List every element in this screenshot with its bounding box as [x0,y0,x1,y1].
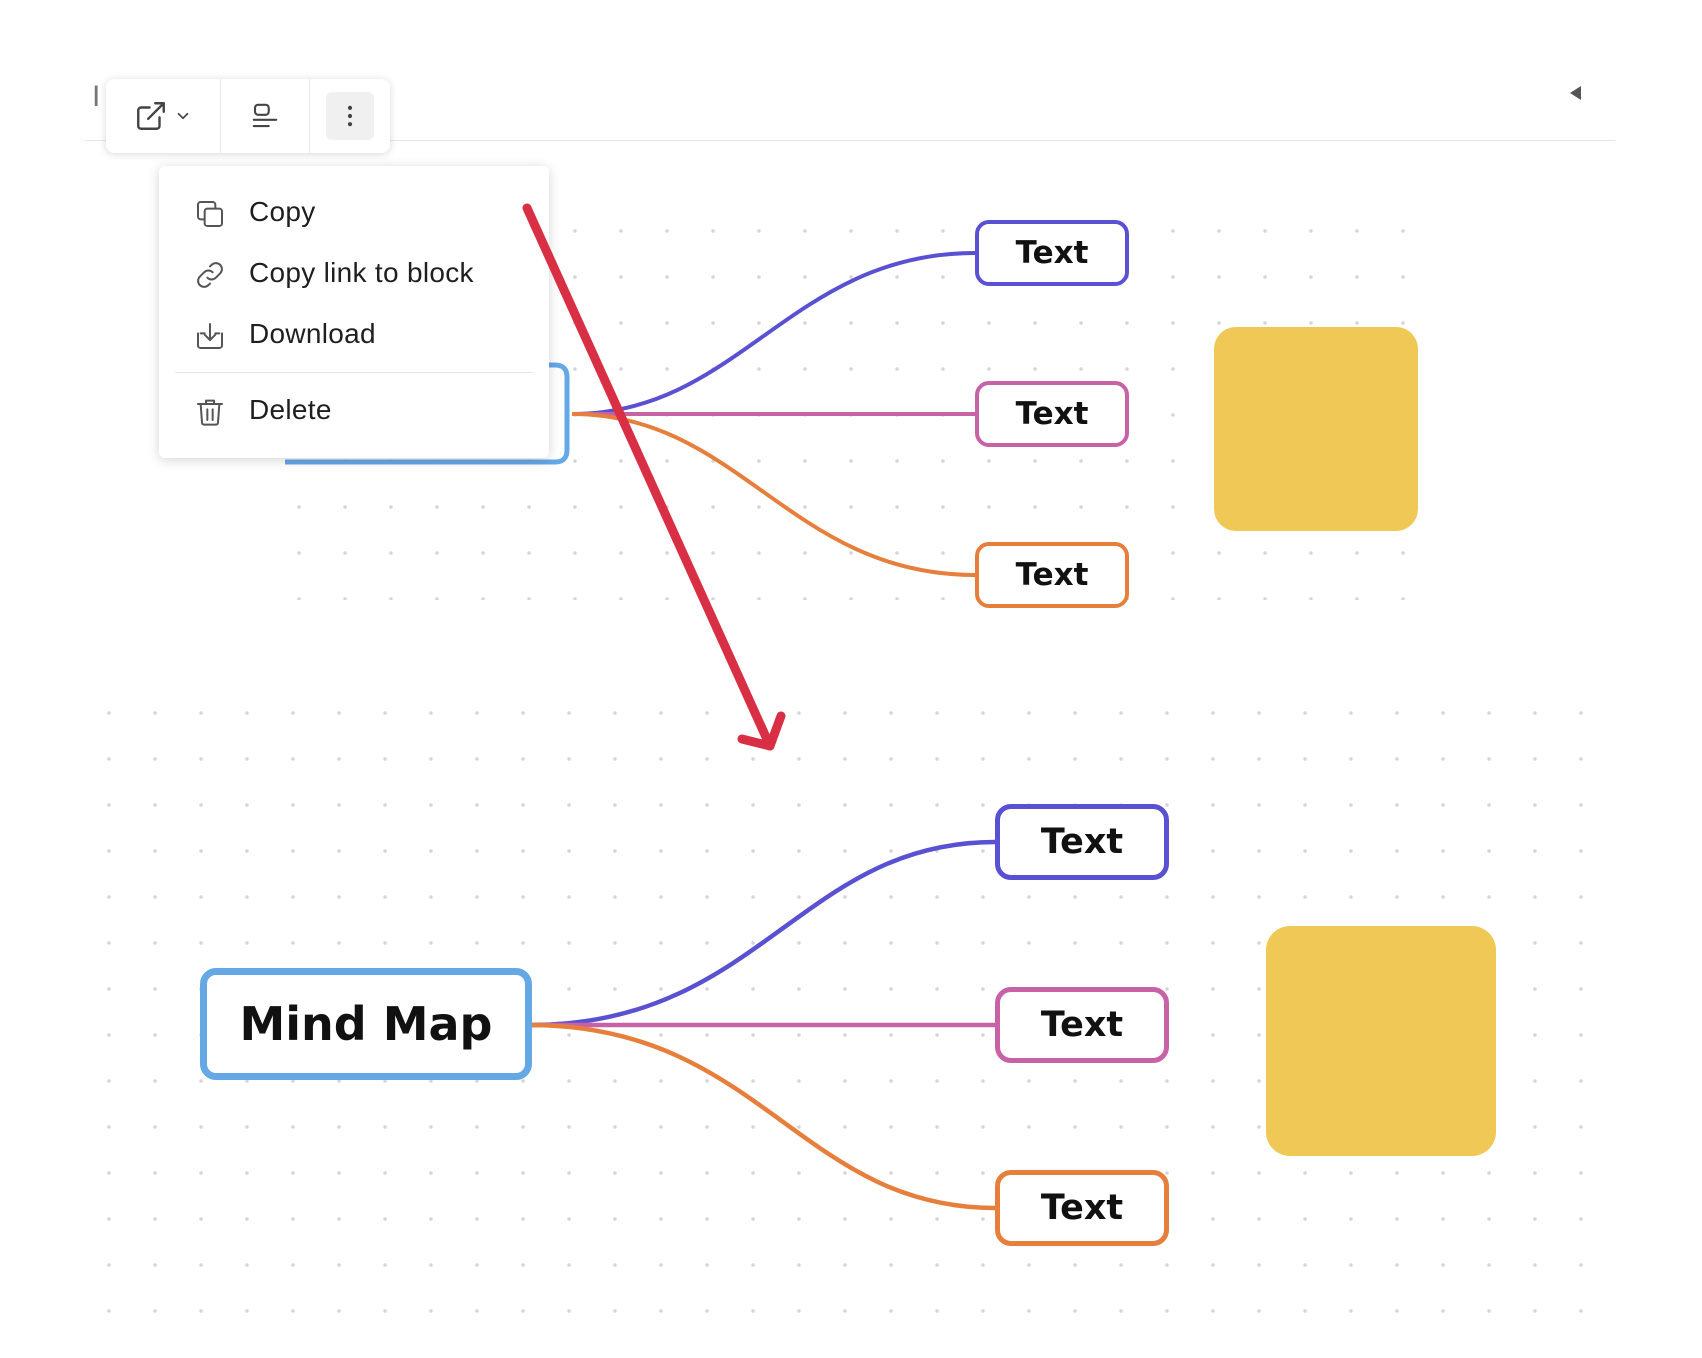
external-link-icon [137,102,165,130]
more-options-menu: Copy Copy link to block Download Delete [159,166,549,458]
top-child-node-2[interactable]: Text [975,381,1129,447]
top-child-node-3[interactable]: Text [975,542,1129,608]
toolbar-divider [309,79,310,153]
chevron-down-icon [177,112,189,120]
collapse-arrow-icon[interactable] [1570,86,1581,100]
menu-item-label: Copy link to block [249,257,474,288]
open-dropdown-button[interactable] [106,79,220,153]
node-label: Text [1040,1005,1124,1045]
sticky-note-bottom[interactable] [1266,926,1496,1156]
menu-separator [175,372,533,373]
node-label: Text [1015,235,1089,271]
more-vertical-icon [347,105,353,127]
header-divider [85,140,1615,141]
toolbar-divider [220,79,221,153]
bottom-child-node-2[interactable]: Text [995,987,1169,1063]
align-left-icon [252,103,278,128]
root-node-label: Mind Map [239,997,493,1051]
align-button[interactable] [221,79,309,153]
menu-item-label: Delete [249,394,332,425]
connector-bottom-1 [529,839,996,1028]
root-node-mind-map[interactable]: Mind Map [200,968,532,1080]
menu-item-download[interactable]: Download [159,306,549,362]
connector-top-3 [571,412,976,577]
node-label: Text [1040,1188,1124,1228]
more-options-button[interactable] [326,92,374,140]
block-toolbar [106,79,390,153]
node-label: Text [1015,396,1089,432]
node-label: Text [1040,822,1124,862]
link-icon [197,262,223,288]
trash-icon [197,399,223,426]
connector-top-1 [571,251,976,416]
menu-item-delete[interactable]: Delete [159,382,549,438]
menu-item-label: Copy [249,196,316,227]
node-label: Text [1015,557,1089,593]
top-child-node-1[interactable]: Text [975,220,1129,286]
sticky-note-top[interactable] [1214,327,1418,531]
download-icon [197,323,223,349]
connector-bottom-3 [529,1022,996,1211]
copy-icon [197,201,223,227]
menu-item-copy[interactable]: Copy [159,184,549,240]
menu-item-label: Download [249,318,376,349]
bottom-child-node-1[interactable]: Text [995,804,1169,880]
bottom-child-node-3[interactable]: Text [995,1170,1169,1246]
menu-item-copy-link[interactable]: Copy link to block [159,245,549,301]
page-title-fragment: I [92,80,100,113]
